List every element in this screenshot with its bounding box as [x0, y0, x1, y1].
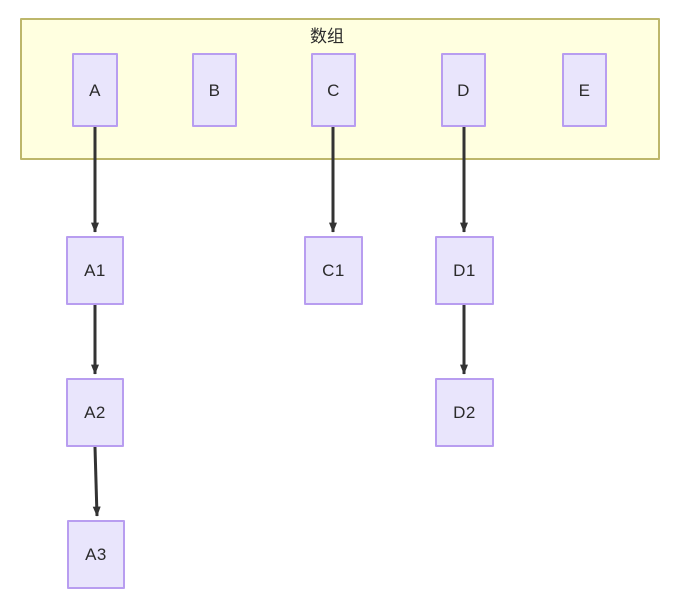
node-a[interactable]: A [72, 53, 118, 127]
node-b[interactable]: B [192, 53, 237, 127]
node-a2[interactable]: A2 [66, 378, 124, 447]
node-a3[interactable]: A3 [67, 520, 125, 589]
node-d2[interactable]: D2 [435, 378, 494, 447]
array-group-label: 数组 [310, 27, 344, 46]
node-e[interactable]: E [562, 53, 607, 127]
edge-a2-a3 [92, 446, 101, 517]
node-c[interactable]: C [311, 53, 356, 127]
node-d1[interactable]: D1 [435, 236, 494, 305]
node-c1[interactable]: C1 [304, 236, 363, 305]
node-a1[interactable]: A1 [66, 236, 124, 305]
node-d[interactable]: D [441, 53, 486, 127]
